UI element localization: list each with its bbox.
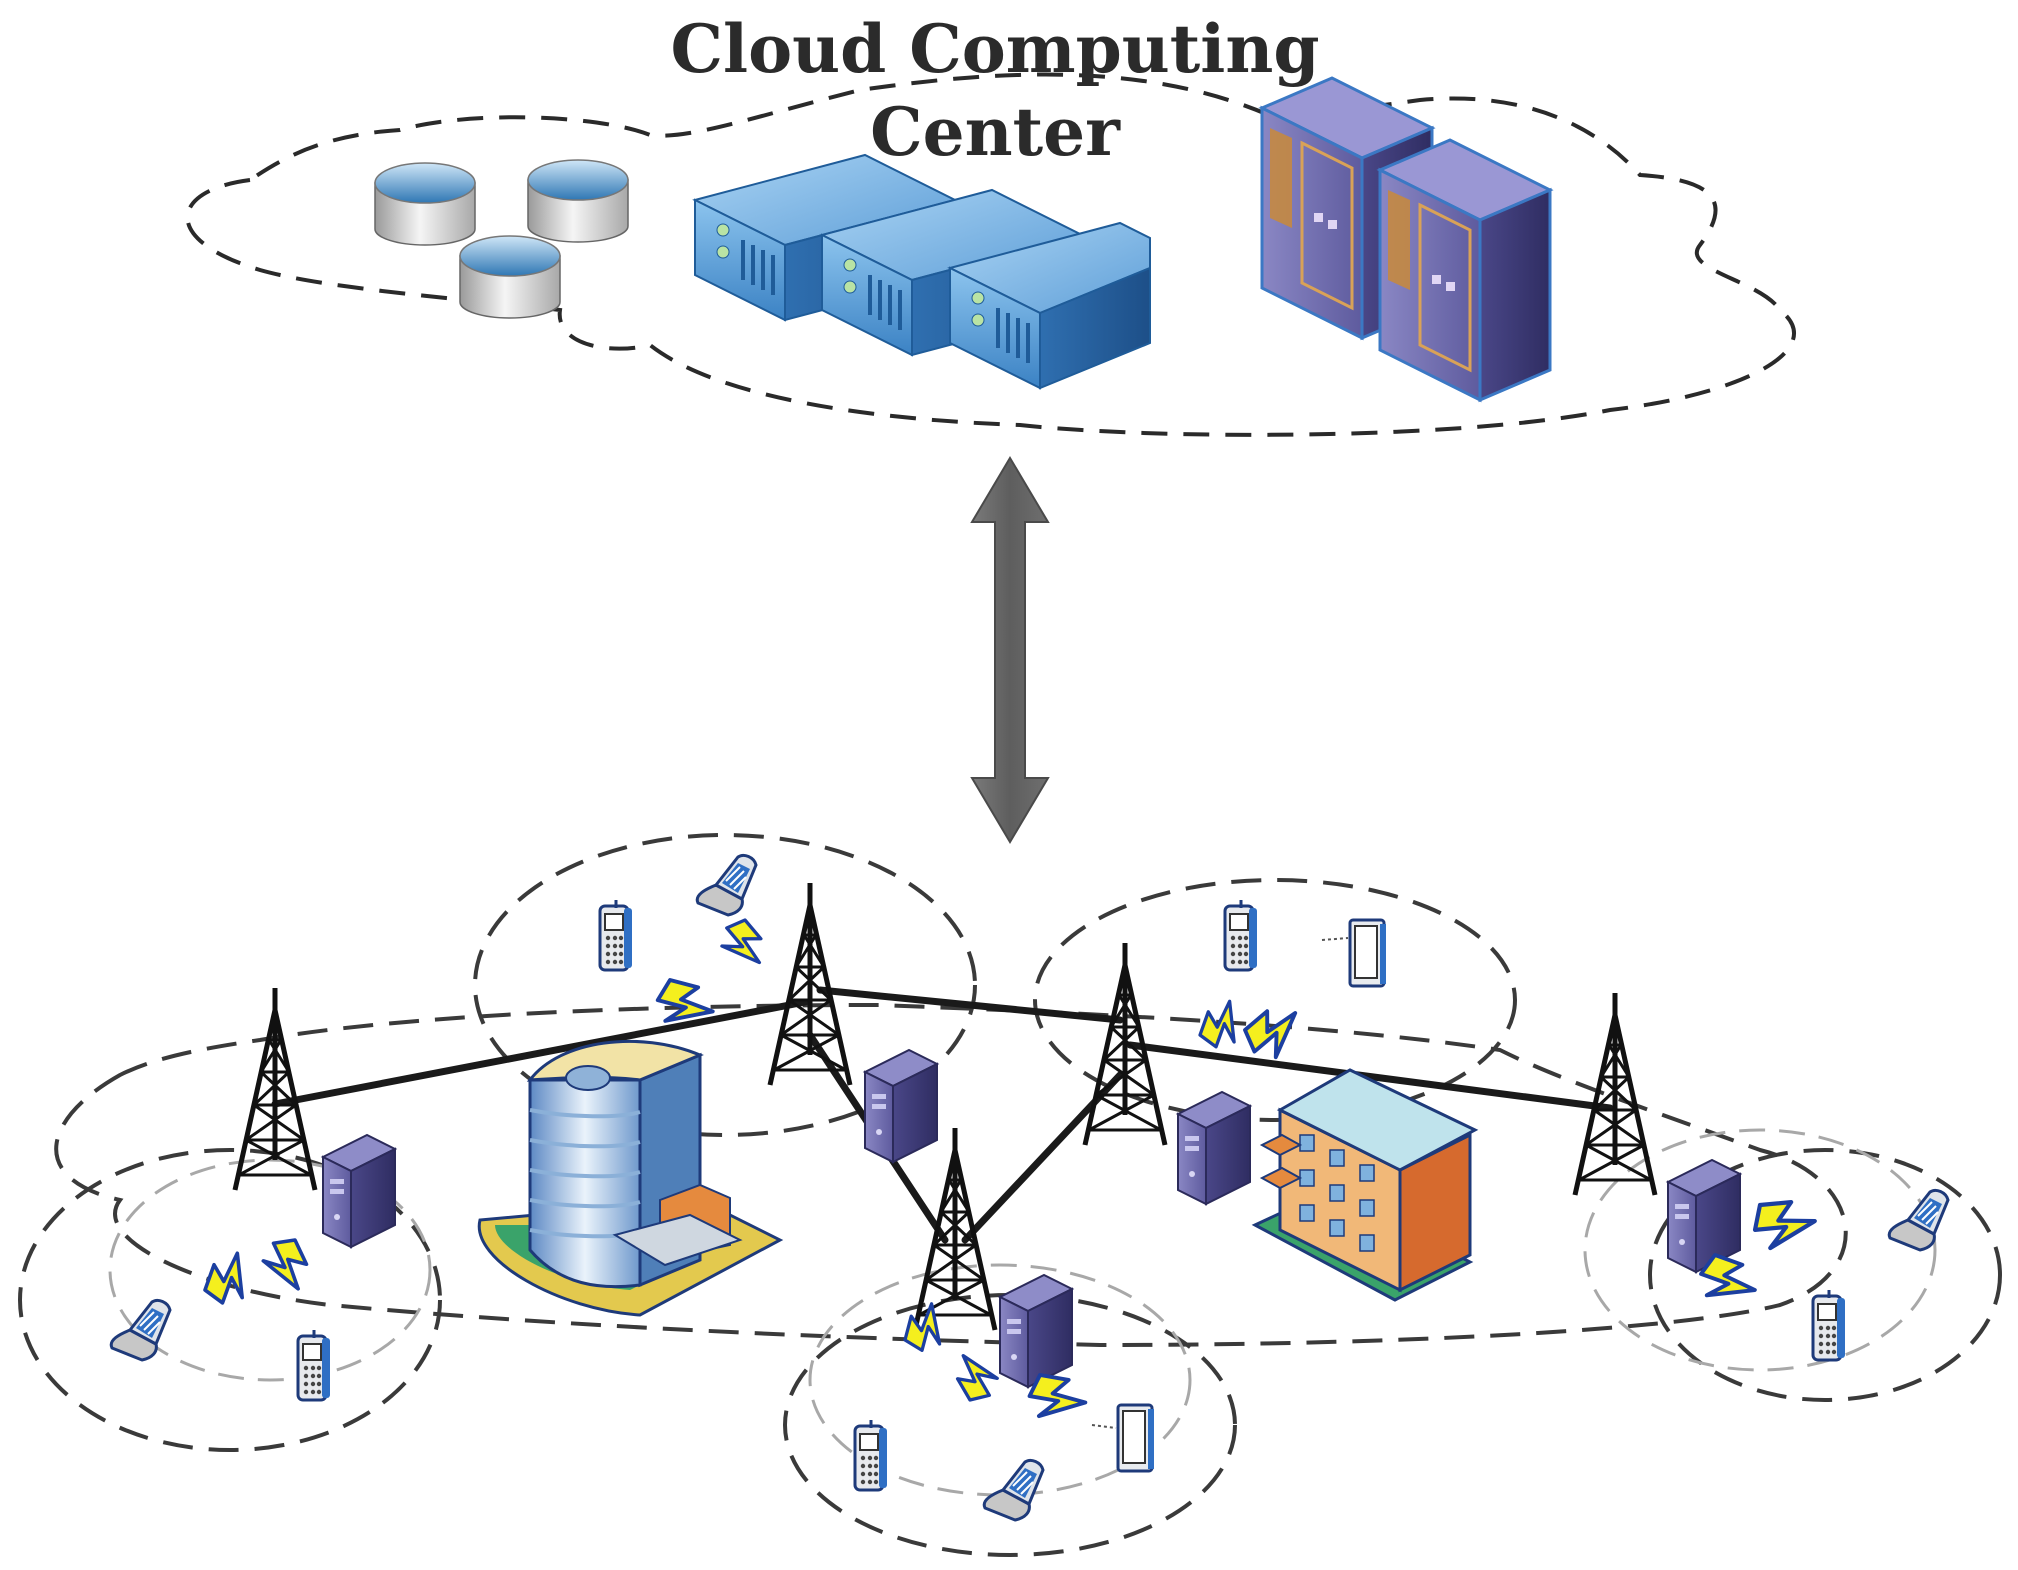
cell-coverage-5 [1648,1148,2002,1402]
device-bar-phone-2-icon [1223,898,1259,972]
edge-server-4-icon [1667,1159,1741,1273]
device-tablet-2-icon [1116,1403,1156,1473]
cell-overlap-3 [1583,1128,1937,1372]
edge-server-2-icon [864,1049,938,1163]
rack-servers-icon [692,153,1151,390]
office-tower-building-icon [477,1039,784,1317]
edge-server-1-icon [322,1134,396,1248]
device-flip-phone-3-icon [982,1458,1045,1522]
device-tablet-1-icon [1348,918,1388,988]
apartment-building-icon [1251,1068,1479,1302]
cell-tower-5 [915,1128,995,1330]
device-bar-phone-5-icon [1811,1288,1847,1362]
cell-tower-4 [1575,993,1655,1195]
cell-coverage-2 [1033,878,1517,1122]
edge-server-3-icon [1177,1091,1251,1205]
edge-network [18,833,2002,1557]
cloud-outline [185,72,1796,437]
device-bar-phone-4-icon [853,1418,889,1492]
device-bar-phone-3-icon [296,1328,332,1402]
cell-tower-3 [1085,943,1165,1145]
bidirectional-arrow [970,456,1050,844]
title-line-2: Center [870,93,1121,171]
tower-servers-icon [1258,76,1554,403]
device-flip-phone-1-icon [695,853,758,917]
edge-server-5-icon [999,1274,1073,1388]
title-line-1: Cloud Computing [671,10,1320,88]
cell-tower-2 [770,883,850,1085]
storage-disks-icon [374,159,629,319]
cloud-computing-center: Cloud Computing Center [185,10,1796,437]
cell-coverage-1 [473,833,977,1137]
cell-coverage-3 [18,1148,442,1452]
device-bar-phone-1-icon [598,898,634,972]
